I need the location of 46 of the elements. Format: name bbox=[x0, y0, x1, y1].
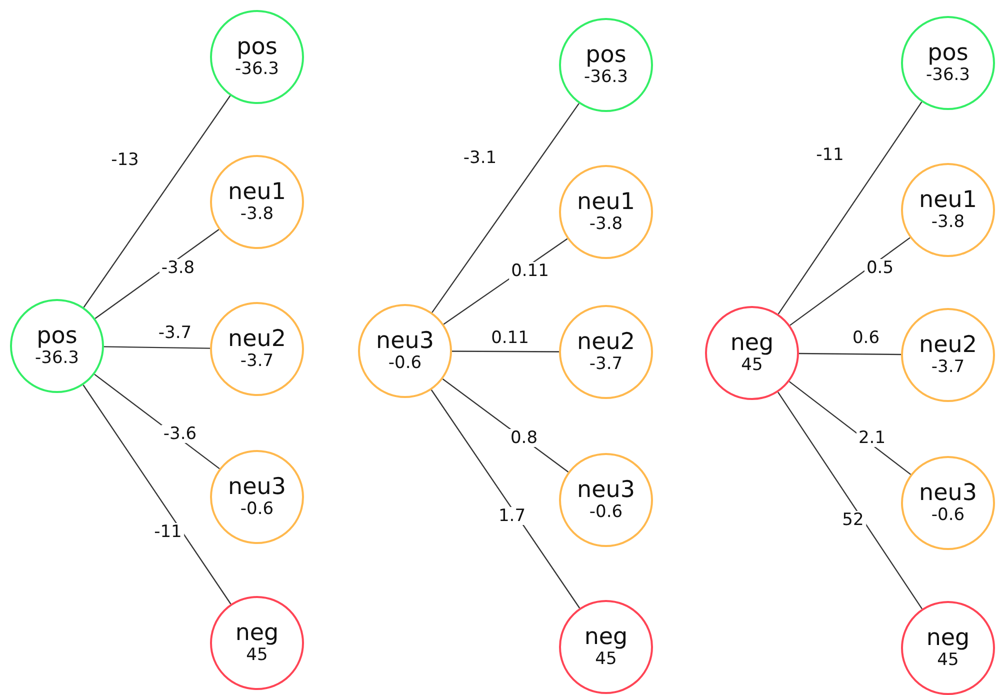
node-value: -0.6 bbox=[388, 353, 422, 373]
connector-line bbox=[430, 390, 580, 608]
node-name: neu2 bbox=[577, 330, 635, 354]
node-name: neg bbox=[926, 626, 970, 650]
node-name: pos bbox=[236, 35, 278, 59]
node-name: neu3 bbox=[577, 478, 635, 502]
node-value: -0.6 bbox=[240, 499, 274, 519]
connector-line bbox=[452, 350, 559, 352]
node-name: neu3 bbox=[919, 481, 977, 505]
node-name: pos bbox=[586, 43, 626, 67]
node-name: neg bbox=[730, 331, 774, 355]
connector-line bbox=[82, 384, 232, 604]
node-value: 45 bbox=[595, 649, 617, 669]
connector-line bbox=[778, 392, 922, 610]
node-value: -0.6 bbox=[931, 505, 965, 525]
node-name: neg bbox=[235, 621, 279, 645]
node-value: -36.3 bbox=[926, 65, 970, 85]
connector-line bbox=[778, 102, 922, 314]
node-name: pos bbox=[928, 41, 968, 65]
connector-line bbox=[799, 352, 901, 356]
node-value: -3.7 bbox=[589, 354, 623, 374]
node-value: -36.3 bbox=[235, 59, 279, 79]
node-value: -36.3 bbox=[35, 348, 79, 368]
node-name: neu1 bbox=[577, 190, 635, 214]
node-value: -3.7 bbox=[931, 357, 965, 377]
node-name: neu2 bbox=[919, 333, 977, 357]
node-value: -3.8 bbox=[589, 214, 623, 234]
node-value: 45 bbox=[741, 355, 763, 375]
connector-line bbox=[83, 95, 231, 308]
node-value: -36.3 bbox=[584, 67, 628, 87]
node-name: neu1 bbox=[919, 188, 977, 212]
connector-line bbox=[104, 346, 210, 349]
node-name: neu2 bbox=[228, 327, 286, 351]
node-name: neg bbox=[584, 625, 628, 649]
node-name: neu1 bbox=[228, 180, 286, 204]
node-name: neu3 bbox=[228, 475, 286, 499]
node-value: -0.6 bbox=[589, 502, 623, 522]
node-name: pos bbox=[36, 324, 78, 348]
node-value: -3.8 bbox=[931, 212, 965, 232]
node-name: neu3 bbox=[376, 329, 434, 353]
node-value: 45 bbox=[937, 650, 959, 670]
connector-line bbox=[432, 103, 580, 313]
node-value: -3.7 bbox=[240, 351, 274, 371]
node-value: 45 bbox=[246, 645, 268, 665]
node-value: -3.8 bbox=[240, 204, 274, 224]
edge-label: 52 bbox=[840, 511, 866, 529]
